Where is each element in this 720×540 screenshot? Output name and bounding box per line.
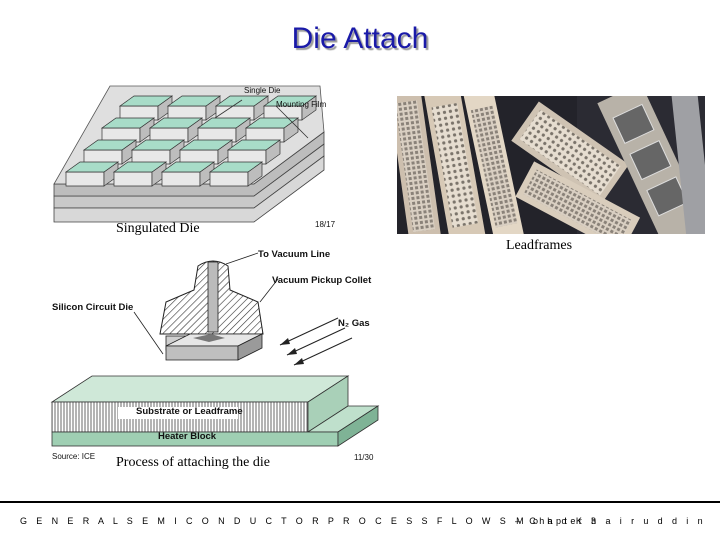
n2-gas-label: N₂ Gas [338,318,370,329]
die-side [161,171,201,187]
silicon-die-label: Silicon Circuit Die [52,302,134,313]
die [118,95,174,107]
die [130,139,186,151]
die [262,95,318,107]
process-caption: Process of attaching the die [116,455,270,470]
die-grid [64,95,318,187]
heater-block-label: Heater Block [158,431,217,442]
die [112,161,168,173]
vacuum-line-label: To Vacuum Line [258,249,331,260]
die [100,117,156,129]
die-side [113,171,153,187]
footer-author: M o h d K h a i r u d d i n [516,516,706,526]
die [148,117,204,129]
die [214,95,270,107]
leadframes-photo [397,96,705,234]
figure1-number: 18/17 [315,220,336,229]
singulated-die-caption: Singulated Die [116,221,200,236]
die [82,139,138,151]
die [226,139,282,151]
source-label: Source: ICE [52,452,96,461]
die [196,117,252,129]
footer-course-title: G E N E R A L S E M I C O N D U C T O R … [20,516,600,526]
die [208,161,264,173]
die [178,139,234,151]
die [160,161,216,173]
footer-divider [0,501,720,503]
substrate-label: Substrate or Leadframe [136,406,243,417]
die [244,117,300,129]
die [166,95,222,107]
leadframes-caption: Leadframes [506,238,573,253]
die-side [65,171,105,187]
die [64,161,120,173]
slide-title: Die Attach [291,22,429,55]
figure2-number: 11/30 [354,453,374,462]
die-attach-process-diagram [50,252,380,447]
die-side [209,171,249,187]
mounting-film-label: Mounting Film [276,100,327,109]
single-die-label: Single Die [244,86,281,95]
singulated-die-diagram [53,81,357,235]
pickup-collet-label: Vacuum Pickup Collet [272,275,372,286]
